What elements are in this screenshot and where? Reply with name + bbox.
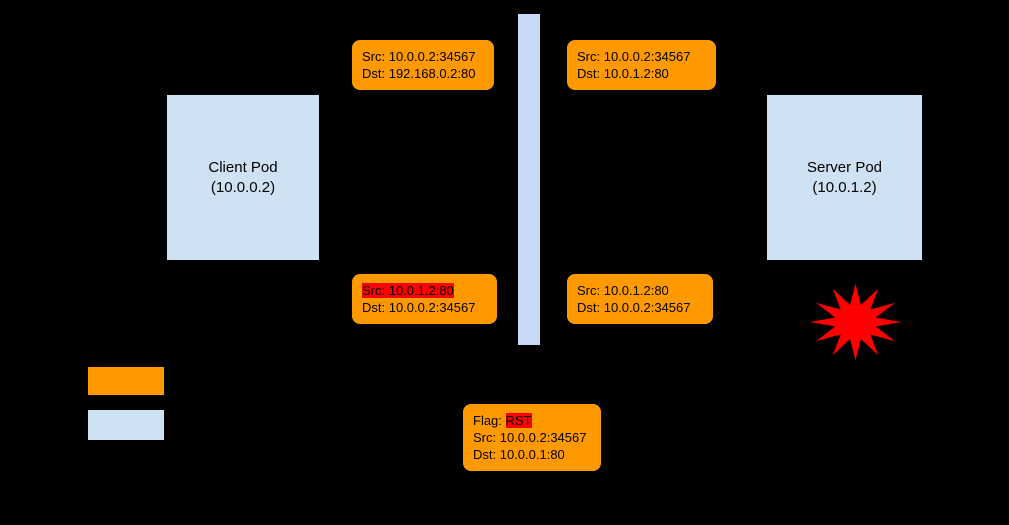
server-pod-name: Server Pod <box>806 159 883 176</box>
client-pod-name: Client Pod <box>208 159 278 176</box>
packet-dst-line: Dst: 192.168.0.2:80 <box>362 66 476 81</box>
packet-label-bottom-left: Src: 10.0.1.2:80 Dst: 10.0.0.2:34567 <box>352 274 497 324</box>
packet-label-top-right: Src: 10.0.0.2:34567 Dst: 10.0.1.2:80 <box>567 40 716 90</box>
highlighted-src: Src: 10.0.1.2:80 <box>362 283 454 298</box>
packet-src-line: Src: 10.0.0.2:34567 <box>362 49 476 64</box>
flag-label: Flag: <box>473 413 506 428</box>
packet-dst-line: Dst: 10.0.0.1:80 <box>473 447 565 462</box>
packet-src-line: Src: 10.0.0.2:34567 <box>577 49 691 64</box>
packet-flag-line: Flag: RST <box>473 412 591 429</box>
packet-label-top-left: Src: 10.0.0.2:34567 Dst: 192.168.0.2:80 <box>352 40 494 90</box>
server-pod-box: Server Pod (10.0.1.2) <box>767 95 922 260</box>
client-pod-text: Client Pod (10.0.0.2) <box>208 158 277 197</box>
packet-src-line: Src: 10.0.1.2:80 <box>362 282 487 299</box>
client-pod-ip: (10.0.0.2) <box>210 178 276 196</box>
server-pod-text: Server Pod (10.0.1.2) <box>807 158 882 197</box>
rst-flag-highlight: RST <box>505 413 532 428</box>
server-pod-ip: (10.0.1.2) <box>812 178 877 196</box>
packet-dst-line: Dst: 10.0.0.2:34567 <box>577 300 691 315</box>
packet-label-rst: Flag: RST Src: 10.0.0.2:34567 Dst: 10.0.… <box>463 404 601 471</box>
node-boundary-bar <box>518 14 540 345</box>
client-pod-box: Client Pod (10.0.0.2) <box>167 95 319 260</box>
packet-label-bottom-right: Src: 10.0.1.2:80 Dst: 10.0.0.2:34567 <box>567 274 713 324</box>
packet-dst-line: Dst: 10.0.1.2:80 <box>577 66 669 81</box>
explosion-polygon <box>809 283 902 361</box>
legend-swatch-pod-color <box>88 410 164 440</box>
explosion-burst-icon <box>809 283 902 361</box>
packet-src-line: Src: 10.0.1.2:80 <box>577 283 669 298</box>
packet-dst-line: Dst: 10.0.0.2:34567 <box>362 300 476 315</box>
legend-swatch-packet-color <box>88 367 164 395</box>
packet-src-line: Src: 10.0.0.2:34567 <box>473 430 587 445</box>
